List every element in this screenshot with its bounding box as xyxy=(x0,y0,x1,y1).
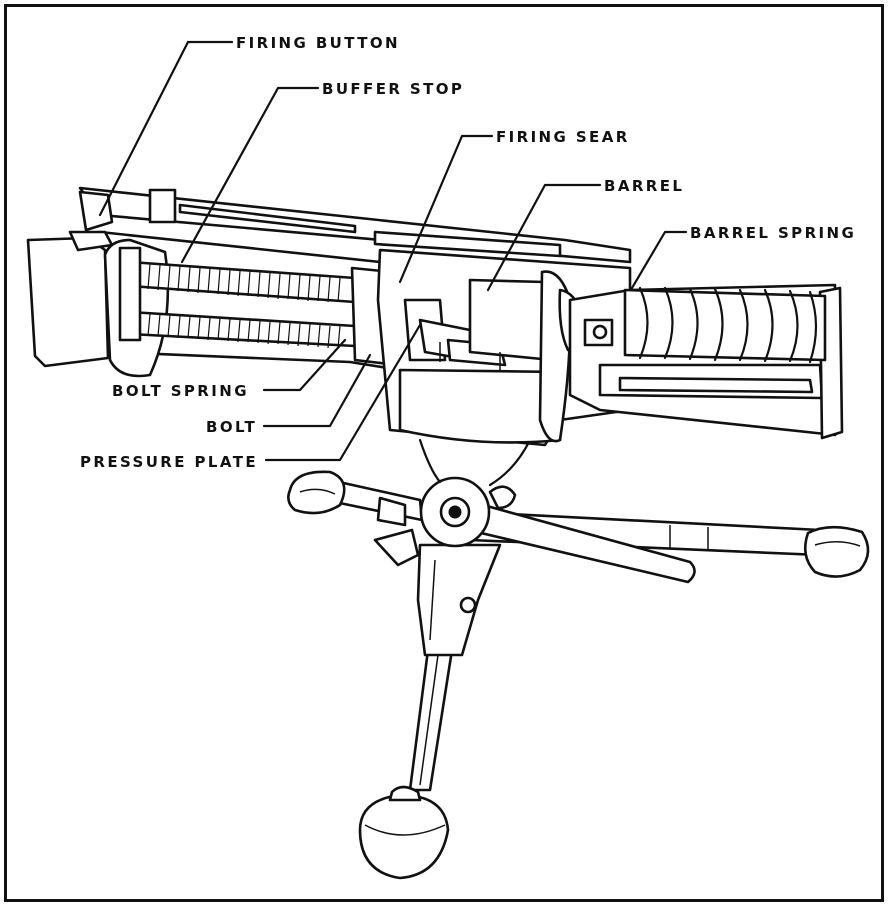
leader-buffer-stop xyxy=(180,86,320,264)
callout-labels: FIRING BUTTON BUFFER STOP FIRING SEAR BA… xyxy=(80,34,856,471)
label-firing-sear: FIRING SEAR xyxy=(496,128,630,146)
leader-barrel xyxy=(486,183,602,292)
tripod-rear-foot xyxy=(358,793,450,880)
leader-bolt xyxy=(262,353,372,428)
leader-barrel-spring xyxy=(630,230,688,290)
label-barrel-spring: BARREL SPRING xyxy=(690,224,856,242)
tripod-left-foot xyxy=(287,470,346,515)
leader-firing-button xyxy=(98,40,234,217)
leader-bolt-spring xyxy=(262,338,347,392)
housing-lower xyxy=(398,368,562,444)
label-pressure-plate: PRESSURE PLATE xyxy=(80,453,258,471)
tripod-leg-clamp xyxy=(416,543,502,657)
firing-button-housing xyxy=(78,190,114,232)
tripod-right-foot xyxy=(803,525,870,578)
label-firing-button: FIRING BUTTON xyxy=(236,34,400,52)
gun-receiver xyxy=(26,186,844,447)
leader-firing-sear xyxy=(398,134,494,284)
tripod xyxy=(287,438,870,880)
label-barrel: BARREL xyxy=(604,177,684,195)
label-bolt-spring: BOLT SPRING xyxy=(112,382,249,400)
leader-lines xyxy=(98,40,688,462)
traverse-handle xyxy=(458,498,696,584)
barrel-spring-coils xyxy=(623,286,827,364)
label-bolt: BOLT xyxy=(206,418,257,436)
back-plate xyxy=(26,236,110,368)
label-buffer-stop: BUFFER STOP xyxy=(322,80,464,98)
clamp-lever xyxy=(373,528,420,567)
leader-pressure-plate xyxy=(264,323,422,462)
figure-frame xyxy=(4,4,884,902)
tripod-rear-leg xyxy=(408,648,454,792)
buffer-stop-post xyxy=(148,188,177,224)
